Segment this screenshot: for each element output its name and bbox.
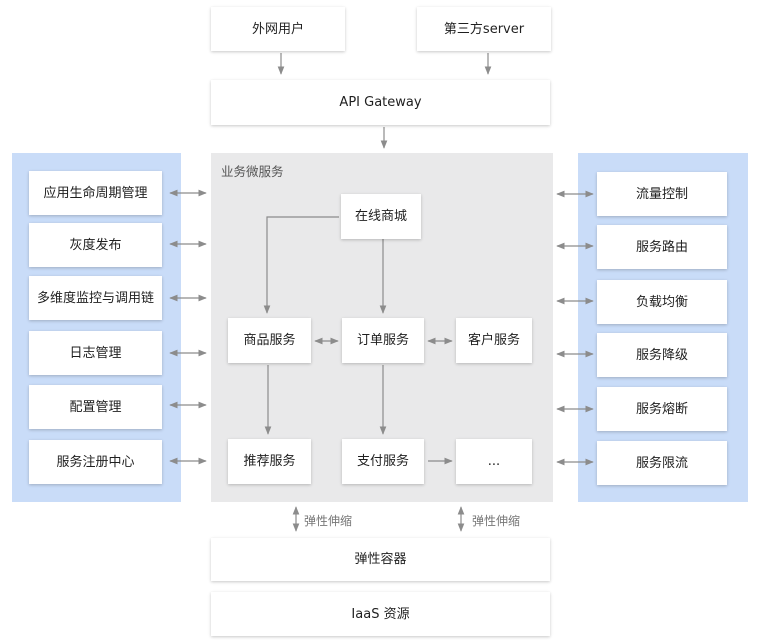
circuit-breaker-box: 服务熔断 [597, 387, 727, 431]
rate-limiting-box: 服务限流 [597, 441, 727, 485]
gray-release-box: 灰度发布 [29, 223, 162, 267]
iaas-resources-box: IaaS 资源 [211, 592, 550, 636]
monitoring-tracing-box: 多维度监控与调用链 [29, 276, 162, 320]
third-party-server-box: 第三方server [417, 7, 551, 51]
elastic-scaling-label-right: 弹性伸缩 [472, 514, 521, 528]
customer-service-box: 客户服务 [456, 318, 532, 363]
arrow-mall-to-product [263, 216, 339, 314]
service-registry-box: 服务注册中心 [29, 440, 162, 484]
elastic-scaling-label-left: 弹性伸缩 [304, 514, 353, 528]
app-lifecycle-management-box: 应用生命周期管理 [29, 171, 162, 215]
service-routing-box: 服务路由 [597, 225, 727, 269]
log-management-box: 日志管理 [29, 331, 162, 375]
service-degradation-box: 服务降级 [597, 333, 727, 377]
load-balancing-box: 负载均衡 [597, 280, 727, 324]
traffic-control-box: 流量控制 [597, 172, 727, 216]
recommend-service-box: 推荐服务 [228, 439, 311, 484]
elastic-container-box: 弹性容器 [211, 538, 550, 581]
more-services-box: ... [456, 439, 532, 484]
api-gateway-box: API Gateway [211, 80, 550, 125]
business-microservices-label: 业务微服务 [221, 164, 284, 179]
order-service-box: 订单服务 [342, 318, 424, 363]
external-users-box: 外网用户 [211, 7, 345, 51]
online-mall-box: 在线商城 [341, 194, 421, 239]
config-management-box: 配置管理 [29, 385, 162, 429]
product-service-box: 商品服务 [228, 318, 311, 363]
payment-service-box: 支付服务 [342, 439, 424, 484]
